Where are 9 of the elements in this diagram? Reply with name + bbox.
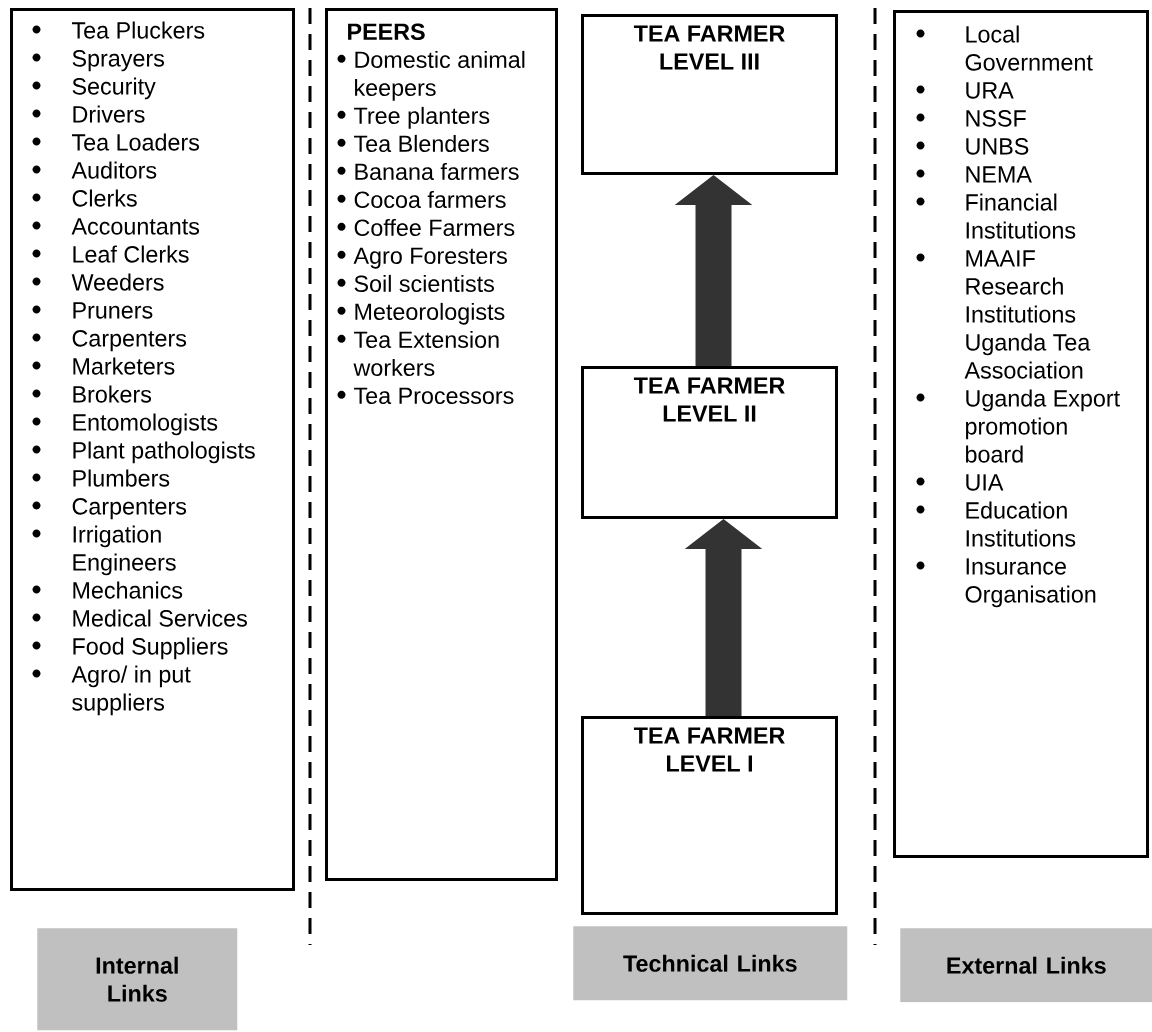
list-box: PEERS Domestic animal keepers Tree planters Tea Blenders Banana farmers Cocoa farmers Coffee Farmers Agro Foresters Soil scientists Meteorologists Tea Extension workers Tea Processors xyxy=(325,8,558,881)
level-box: TEA FARMER LEVEL II xyxy=(581,366,838,519)
list-box: Tea Pluckers Sprayers Security Drivers Tea Loaders Auditors Clerks Accountants Leaf Clerks Weeders Pruners Carpenters Marketers Brokers Entomologists Plant pathologists Plumbers Carpenters Irrigation Engineers Mechanics Medical Services Food Suppliers Agro/ in put suppliers xyxy=(10,8,295,891)
link-category-box: Internal Links xyxy=(37,928,238,1031)
link-category-box: Technical Links xyxy=(573,926,848,1001)
list-box: Local Government URA NSSF UNBS NEMA Financial Institutions MAAIF Research Institutions Uganda Tea Association Uganda Export promotion board UIA Education Institutions Insurance Organisation xyxy=(893,10,1149,858)
link-category-box: External Links xyxy=(900,928,1152,1003)
level-box: TEA FARMER LEVEL III xyxy=(581,14,838,175)
level-box: TEA FARMER LEVEL I xyxy=(581,716,838,915)
